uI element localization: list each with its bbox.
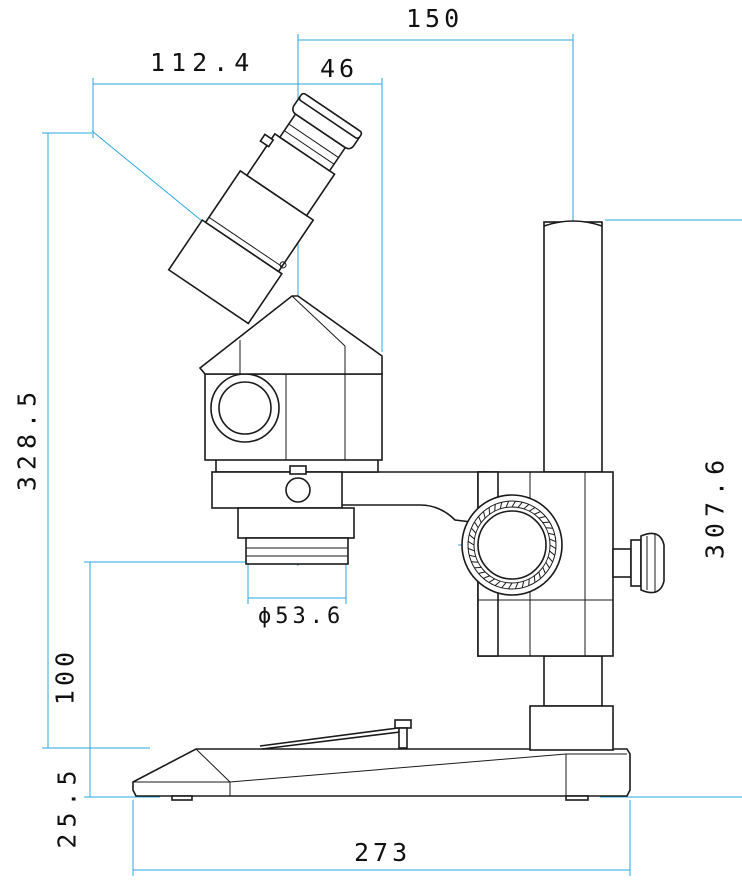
- microscope-base: [132, 719, 631, 801]
- dim-label-112-4: 112.4: [150, 48, 256, 77]
- knurl-tick: [499, 502, 503, 509]
- focus-arm: [339, 471, 665, 657]
- dim-label-307-6: 307.6: [700, 453, 730, 560]
- knurl-tick: [505, 500, 510, 508]
- knurl-tick: [547, 556, 554, 563]
- knurl-tick: [474, 521, 479, 529]
- dim-label-46: 46: [320, 54, 359, 83]
- knurl-tick: [538, 515, 546, 519]
- knurl-tick: [514, 582, 519, 590]
- knurl-tick: [528, 507, 536, 512]
- eyepiece-tube: [167, 92, 363, 325]
- knurl-tick: [468, 534, 475, 540]
- knurl-tick: [523, 503, 530, 510]
- knurl-tick: [483, 575, 490, 579]
- knurl-tick: [517, 501, 523, 508]
- dim-label-328-5: 328.5: [12, 385, 42, 492]
- knurl-tick: [511, 500, 516, 508]
- knurl-tick: [549, 544, 557, 549]
- knurl-tick: [538, 571, 542, 579]
- dim-label-150: 150: [406, 4, 464, 33]
- zoom-head: [198, 295, 383, 461]
- knurl-tick: [467, 541, 475, 546]
- knurl-tick: [482, 511, 486, 519]
- knurl-tick: [549, 550, 556, 556]
- dim-label-100: 100: [50, 647, 80, 706]
- knurl-tick: [545, 561, 550, 569]
- knurl-tick: [488, 507, 491, 515]
- knurl-tick: [548, 532, 555, 536]
- knurl-tick: [542, 567, 546, 574]
- knurl-tick: [549, 538, 557, 543]
- knurl-tick: [474, 566, 482, 569]
- knurl-tick: [494, 580, 501, 587]
- knurl-tick: [501, 582, 507, 589]
- knurl-tick: [467, 547, 475, 552]
- knurl-tick: [469, 554, 476, 558]
- knurl-tick: [542, 521, 550, 524]
- dim-label-25-5: 25.5: [52, 764, 82, 849]
- knurl-tick: [470, 527, 477, 534]
- knurl-tick: [521, 581, 525, 588]
- knurl-tick: [533, 575, 536, 583]
- dim-label-phi-53-6: ϕ53.6: [258, 604, 345, 629]
- knurl-tick: [478, 571, 486, 575]
- dim-label-273: 273: [354, 838, 412, 867]
- objective-assembly: [211, 457, 379, 565]
- knurl-tick: [534, 511, 541, 515]
- knurl-tick: [488, 578, 496, 583]
- knurl-tick: [508, 582, 513, 590]
- pillar: [529, 220, 614, 751]
- knurl-tick: [478, 516, 482, 523]
